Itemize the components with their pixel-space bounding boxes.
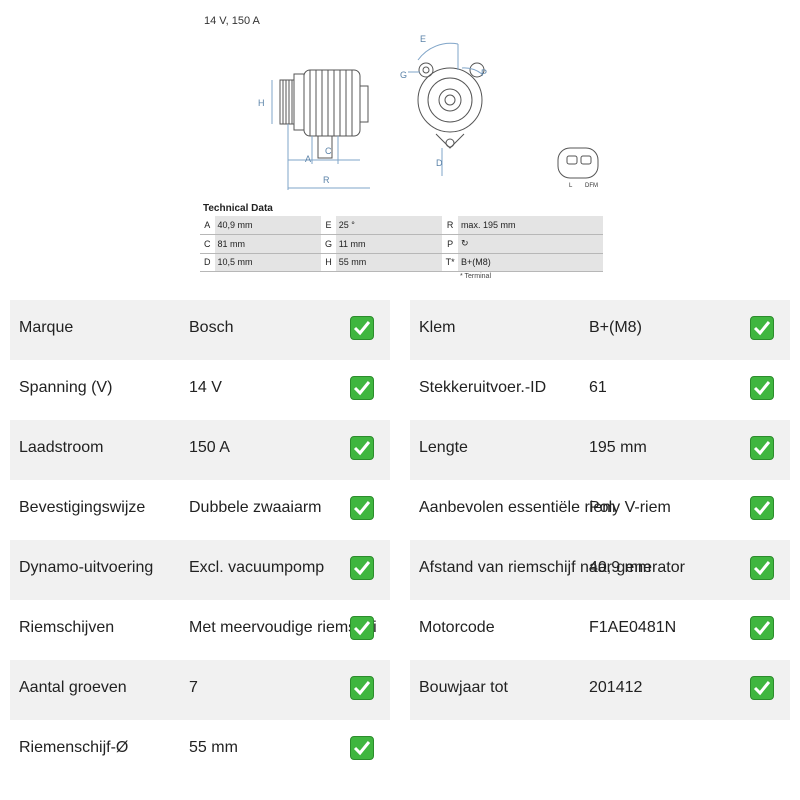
table-value: 25 ° [335,216,443,235]
attribute-value: 61 [589,379,607,396]
attribute-value: F1AE0481N [589,619,677,636]
check-mark-icon [350,376,374,400]
table-key: T* [442,253,458,272]
table-key: D [200,253,215,272]
table-key: P [442,234,458,254]
attribute-label: Aantal groeven [19,679,127,696]
check-mark-icon [350,616,374,640]
attribute-row: Laadstroom 150 A [10,420,390,480]
attribute-label: Riemschijven [19,619,115,636]
technical-data-table: A 40,9 mm E 25 ° R max. 195 mm C 81 mm G… [200,216,603,272]
attribute-value: 201412 [589,679,643,696]
spec-line: 14 V, 150 A [204,15,260,27]
attribute-row: Afstand van riemschijf naar generator 40… [410,540,790,600]
attribute-label: Stekkeruitvoer.-ID [419,379,547,396]
table-key: C [200,234,215,254]
svg-text:C: C [325,146,332,156]
attribute-value: 55 mm [189,739,238,756]
table-value: 55 mm [335,253,443,272]
table-value: 40,9 mm [214,216,322,235]
table-value: max. 195 mm [457,216,603,235]
check-mark-icon [750,556,774,580]
attribute-label: Marque [19,319,74,336]
attribute-row: Aantal groeven 7 [10,660,390,720]
table-value: 81 mm [214,234,322,254]
technical-drawing: 14 V, 150 A [200,0,605,295]
attribute-row: Motorcode F1AE0481N [410,600,790,660]
check-mark-icon [750,436,774,460]
attribute-value: Excl. vacuumpomp [189,559,325,576]
attribute-row: Marque Bosch [10,300,390,360]
attribute-value: Met meervoudige riemschi [189,619,377,636]
attribute-label: Afstand van riemschijf naar generator [419,559,685,576]
attribute-label: Bevestigingswijze [19,499,146,516]
table-key: A [200,216,215,235]
attribute-label: Bouwjaar tot [419,679,508,696]
check-mark-icon [750,676,774,700]
svg-text:P: P [481,68,487,78]
svg-text:L: L [569,183,573,189]
attribute-value: 195 mm [589,439,647,456]
svg-text:R: R [323,175,330,185]
attribute-row: Riemenschijf-Ø 55 mm [10,720,390,780]
attribute-value: 40,9 mm [589,559,652,576]
attribute-value: 7 [189,679,198,696]
attribute-label: Laadstroom [19,439,104,456]
svg-text:E: E [420,34,426,44]
table-key: E [321,216,336,235]
check-mark-icon [750,496,774,520]
svg-text:H: H [258,98,265,108]
attribute-row: Stekkeruitvoer.-ID 61 [410,360,790,420]
table-row: C 81 mm G 11 mm P ↻ [200,234,603,254]
table-value: B+(M8) [457,253,603,272]
attribute-value: Dubbele zwaaiarm [189,499,322,516]
attributes-right: Klem B+(M8) Stekkeruitvoer.-ID 61 Lengte… [410,300,790,720]
check-mark-icon [350,556,374,580]
attribute-value: 14 V [189,379,222,396]
attribute-row: Riemschijven Met meervoudige riemschi [10,600,390,660]
attribute-value: Bosch [189,319,234,336]
attribute-value: B+(M8) [589,319,642,336]
attribute-label: Dynamo-uitvoering [19,559,154,576]
attribute-row: Lengte 195 mm [410,420,790,480]
table-row: D 10,5 mm H 55 mm T* B+(M8) [200,253,603,272]
attributes-left: Marque Bosch Spanning (V) 14 V Laadstroo… [10,300,390,780]
technical-data-title: Technical Data [203,203,273,214]
attribute-row: Bevestigingswijze Dubbele zwaaiarm [10,480,390,540]
table-value: 10,5 mm [214,253,322,272]
rotation-direction-icon: ↻ [457,234,603,254]
attribute-value: Poly V-riem [589,499,671,516]
check-mark-icon [750,376,774,400]
terminal-note: * Terminal [460,273,491,280]
attribute-label: Klem [419,319,456,336]
svg-text:DFM: DFM [585,183,598,189]
table-key: R [442,216,458,235]
svg-text:A: A [305,154,311,164]
check-mark-icon [350,436,374,460]
check-mark-icon [750,316,774,340]
attribute-label: Riemenschijf-Ø [19,739,129,756]
attribute-row: Klem B+(M8) [410,300,790,360]
table-key: G [321,234,336,254]
table-key: H [321,253,336,272]
svg-text:G: G [400,70,407,80]
table-value: 11 mm [335,234,443,254]
alternator-drawing: H A C R E G P D L DFM [258,34,599,190]
table-row: A 40,9 mm E 25 ° R max. 195 mm [200,216,603,235]
attribute-label: Lengte [419,439,468,456]
attribute-label: Spanning (V) [19,379,113,396]
attribute-row: Bouwjaar tot 201412 [410,660,790,720]
attribute-value: 150 A [189,439,230,456]
attribute-row: Dynamo-uitvoering Excl. vacuumpomp [10,540,390,600]
check-mark-icon [350,736,374,760]
check-mark-icon [350,676,374,700]
attribute-row: Spanning (V) 14 V [10,360,390,420]
attribute-label: Aanbevolen essentiële riem [419,499,616,516]
svg-text:D: D [436,158,443,168]
check-mark-icon [350,496,374,520]
check-mark-icon [750,616,774,640]
attribute-row: Aanbevolen essentiële riem Poly V-riem [410,480,790,540]
check-mark-icon [350,316,374,340]
attribute-label: Motorcode [419,619,495,636]
